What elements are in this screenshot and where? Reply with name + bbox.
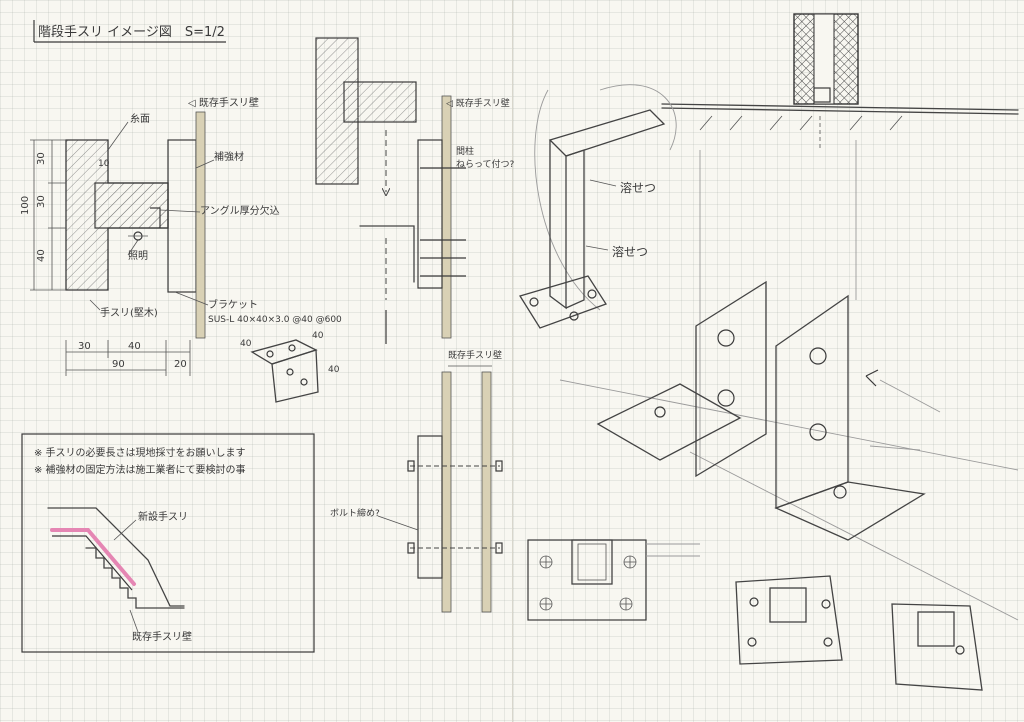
label-existing-wall-3: 既存手スリ壁 bbox=[448, 349, 502, 361]
dim-gap: 10 bbox=[98, 159, 110, 169]
label-weld-2: 溶せつ bbox=[612, 244, 648, 259]
label-existing-wall-4: 既存手スリ壁 bbox=[132, 630, 192, 643]
dim-w2: 40 bbox=[128, 341, 141, 352]
right-page bbox=[512, 0, 1024, 722]
dim-total-h: 100 bbox=[20, 196, 31, 215]
label-reinforcement: 補強材 bbox=[214, 150, 244, 163]
post-perspective: 溶せつ 溶せつ bbox=[518, 84, 677, 329]
dim-w1: 30 bbox=[78, 341, 91, 352]
new-handrail-line bbox=[50, 528, 136, 586]
title-block: 階段手スリ イメージ図 S=1/2 bbox=[33, 20, 226, 43]
left-page bbox=[0, 0, 512, 722]
label-angle-cut: アングル厚分欠込 bbox=[200, 204, 280, 217]
label-bolt-note: ボルト締め? bbox=[330, 507, 380, 519]
note-2: ※ 補強材の固定方法は施工業者にて要検討の事 bbox=[34, 463, 246, 476]
label-existing-wall-1: ◁ 既存手スリ壁 bbox=[188, 96, 259, 109]
bracket-dim-a: 40 bbox=[240, 339, 252, 349]
bracket-plates-perspective bbox=[559, 140, 1019, 621]
installation-sequence-drawing: ◁ 既存手スリ壁 間柱 ねらって付つ? bbox=[315, 37, 515, 344]
dim-h1: 30 bbox=[36, 152, 47, 165]
label-bracket-spec: SUS-L 40×40×3.0 @40 @600 bbox=[208, 315, 342, 325]
dim-total-w: 90 bbox=[112, 359, 125, 370]
dim-h2: 30 bbox=[36, 195, 47, 208]
bracket-dim-b: 40 bbox=[312, 331, 324, 341]
handrail-section-drawing: 30 30 40 100 30 40 90 20 10 糸面 ◁ 既存手スリ壁 … bbox=[20, 96, 342, 376]
note-1: ※ 手スリの必要長さは現地採寸をお願いします bbox=[34, 446, 246, 459]
label-existing-wall-2: ◁ 既存手スリ壁 bbox=[446, 97, 510, 109]
bracket-isometric: 40 40 40 bbox=[240, 331, 340, 403]
label-handrail: 手スリ(堅木) bbox=[100, 306, 158, 319]
label-lighting: 照明 bbox=[128, 250, 148, 262]
label-stud-2: ねらって付つ? bbox=[456, 159, 515, 170]
existing-wall-1 bbox=[195, 111, 206, 339]
reinforcement-member bbox=[167, 139, 197, 293]
label-bracket: ブラケット bbox=[208, 298, 258, 311]
wall-top-section bbox=[661, 13, 1019, 150]
bracket-dim-c: 40 bbox=[328, 365, 340, 375]
label-face: 糸面 bbox=[130, 113, 150, 125]
notes-box: ※ 手スリの必要長さは現地採寸をお願いします ※ 補強材の固定方法は施工業者にて… bbox=[21, 433, 315, 653]
dim-h3: 40 bbox=[36, 249, 47, 262]
reinforcement-block bbox=[94, 182, 169, 229]
label-stud-1: 間柱 bbox=[456, 145, 474, 157]
dim-w3: 20 bbox=[174, 359, 187, 370]
label-weld-1: 溶せつ bbox=[620, 180, 656, 195]
label-new-handrail: 新設手スリ bbox=[138, 510, 188, 523]
drawing-title: 階段手スリ イメージ図 S=1/2 bbox=[38, 25, 225, 40]
plan-views bbox=[527, 539, 983, 691]
bolt-detail-drawing: 既存手スリ壁 ボルト締め? bbox=[330, 349, 503, 613]
